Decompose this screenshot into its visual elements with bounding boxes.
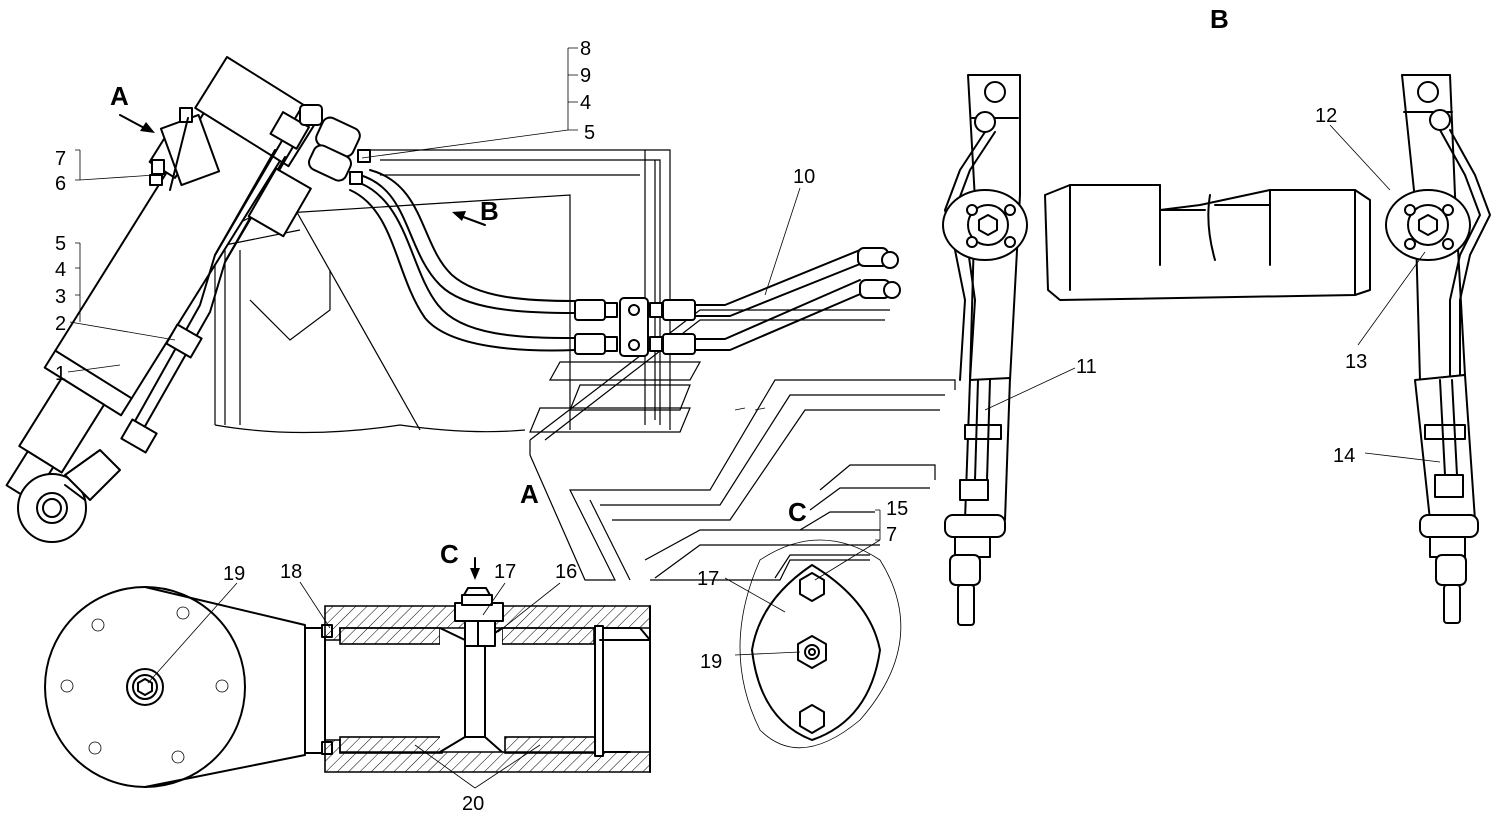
callout-7-c: 7 [886, 524, 897, 546]
view-title-b: B [1210, 4, 1229, 34]
callout-11: 11 [1076, 356, 1097, 378]
callout-12: 12 [1315, 105, 1337, 127]
callout-2: 2 [55, 313, 66, 335]
view-title-c: C [788, 497, 807, 527]
callout-6: 6 [55, 173, 66, 195]
view-arrows [119, 114, 486, 580]
hydraulic-cylinder [5, 56, 322, 543]
callout-19-c: 19 [700, 651, 722, 673]
callout-14: 14 [1333, 445, 1355, 467]
callout-1: 1 [55, 363, 66, 385]
callout-5: 5 [55, 233, 66, 255]
callout-10: 10 [793, 166, 815, 188]
callout-17: 17 [494, 561, 516, 583]
callout-15: 15 [886, 498, 908, 520]
frame-chevrons [529, 309, 956, 581]
loader-frame-outline [214, 149, 671, 434]
section-view-tube [304, 587, 651, 773]
callout-7: 7 [55, 148, 66, 170]
callout-18: 18 [280, 561, 302, 583]
callout-9: 9 [580, 65, 591, 87]
hydraulic-hoses [299, 104, 901, 357]
callout-17-c: 17 [697, 568, 719, 590]
cylinder-pipes [120, 109, 312, 454]
view-b-linkage [942, 74, 1491, 626]
clamp-bracket [149, 107, 221, 191]
callout-19: 19 [223, 563, 245, 585]
callout-3: 3 [55, 286, 66, 308]
view-label-a-arrow: A [110, 81, 129, 111]
view-label-b-arrow: B [480, 196, 499, 226]
callout-20: 20 [462, 793, 484, 815]
view-label-c-arrow: C [440, 539, 459, 569]
callout-8: 8 [580, 38, 591, 60]
leader-lines [67, 47, 1441, 789]
callout-4: 4 [55, 259, 66, 281]
view-title-a: A [520, 479, 539, 509]
callout-16: 16 [555, 561, 577, 583]
end-view-disc [44, 586, 306, 788]
callout-4-top: 4 [580, 92, 591, 114]
callout-13: 13 [1345, 351, 1367, 373]
callout-5-top: 5 [584, 122, 595, 144]
callout-labels: 1 2 3 4 5 7 6 8 9 4 5 10 11 12 13 14 15 … [55, 38, 1367, 815]
view-c-plate [739, 539, 902, 749]
